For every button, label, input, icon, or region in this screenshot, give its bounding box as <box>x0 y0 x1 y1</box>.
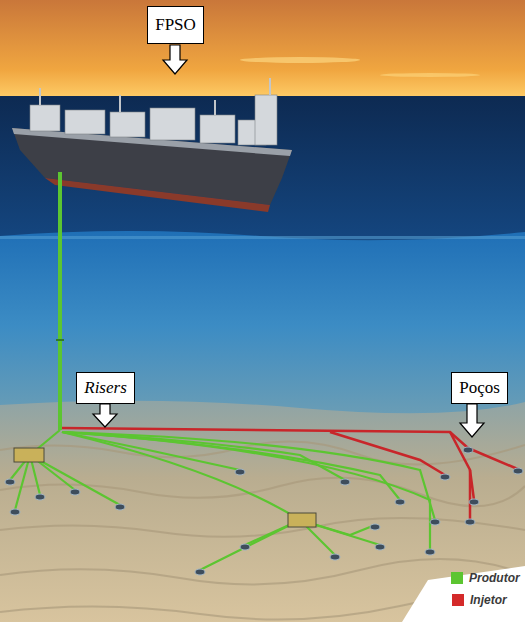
legend-swatch <box>452 594 464 606</box>
callout-box: Poços <box>451 372 508 404</box>
legend-label: Produtor <box>469 571 520 585</box>
callout-label: FPSO <box>155 16 196 35</box>
legend-label: Injetor <box>470 593 507 607</box>
callout-label: Poços <box>459 379 500 398</box>
callout-label: Risers <box>84 379 127 398</box>
legend-row: Produtor <box>451 571 520 585</box>
legend-row: Injetor <box>452 593 507 607</box>
legend-swatch <box>451 572 463 584</box>
callout-box: FPSO <box>147 6 204 44</box>
callout-box: Risers <box>76 372 135 404</box>
